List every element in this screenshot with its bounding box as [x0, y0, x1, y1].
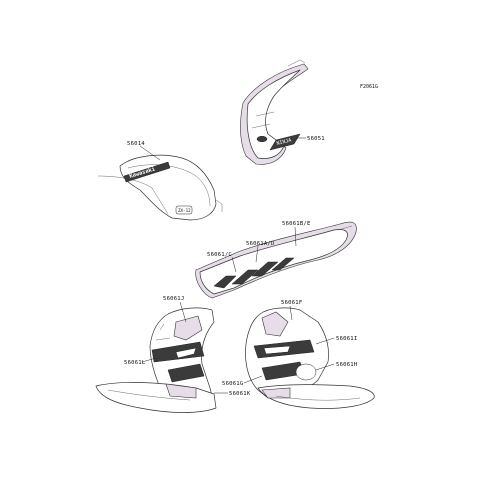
leader-56061G [243, 375, 263, 384]
upper-cowl: NINJA [240, 59, 309, 165]
headlight-vent-icon [256, 135, 268, 143]
label-56061K: 56061K [229, 391, 251, 397]
label-56014: 56014 [127, 141, 145, 147]
leader-56061I [315, 337, 335, 345]
label-56061I: 56061I [336, 336, 357, 342]
tank-badge-text: ZX-12 [178, 208, 191, 213]
cowl-logo-text: NINJA [276, 137, 292, 146]
left-fairing-decal-2 [167, 363, 205, 383]
tank-badge-decal [175, 205, 193, 215]
figure-code: F2061G [360, 84, 378, 90]
label-56061J: 56061J [163, 296, 184, 302]
label-56061L: 56061L [124, 360, 146, 366]
label-56061G: 56061G [222, 381, 244, 387]
stripe-decal-4 [271, 257, 295, 271]
label-56051: 56051 [307, 136, 325, 142]
left-belly-pan [95, 382, 217, 413]
stripe-decal-1 [213, 275, 237, 289]
fuel-tank: Kawasaki ZX-12 [97, 154, 223, 221]
leader-56061C [231, 256, 237, 273]
leader-56061H [315, 363, 335, 371]
label-56061AD: 56061A/D [246, 241, 275, 247]
mirror-mount-icon [295, 363, 317, 381]
stripe-decal-3 [251, 261, 279, 277]
tank-brand-decal [123, 161, 171, 183]
cowl-logo-decal [269, 133, 301, 151]
leader-56014 [139, 145, 161, 161]
label-56061BE: 56061B/E [282, 221, 311, 227]
leader-56061L [141, 357, 157, 363]
leader-56061J [179, 301, 187, 323]
label-56061H: 56061H [336, 362, 357, 368]
left-fairing-panel [149, 307, 215, 406]
label-56061C: 56061/C [207, 252, 232, 258]
leader-56061BE [294, 226, 297, 247]
stripe-decal-2 [231, 269, 259, 285]
leader-56061F [289, 305, 293, 321]
lower-side-cowl [195, 221, 357, 299]
label-56061F: 56061F [281, 300, 303, 306]
right-belly-pan [257, 384, 375, 409]
leader-56061AD [255, 245, 259, 263]
